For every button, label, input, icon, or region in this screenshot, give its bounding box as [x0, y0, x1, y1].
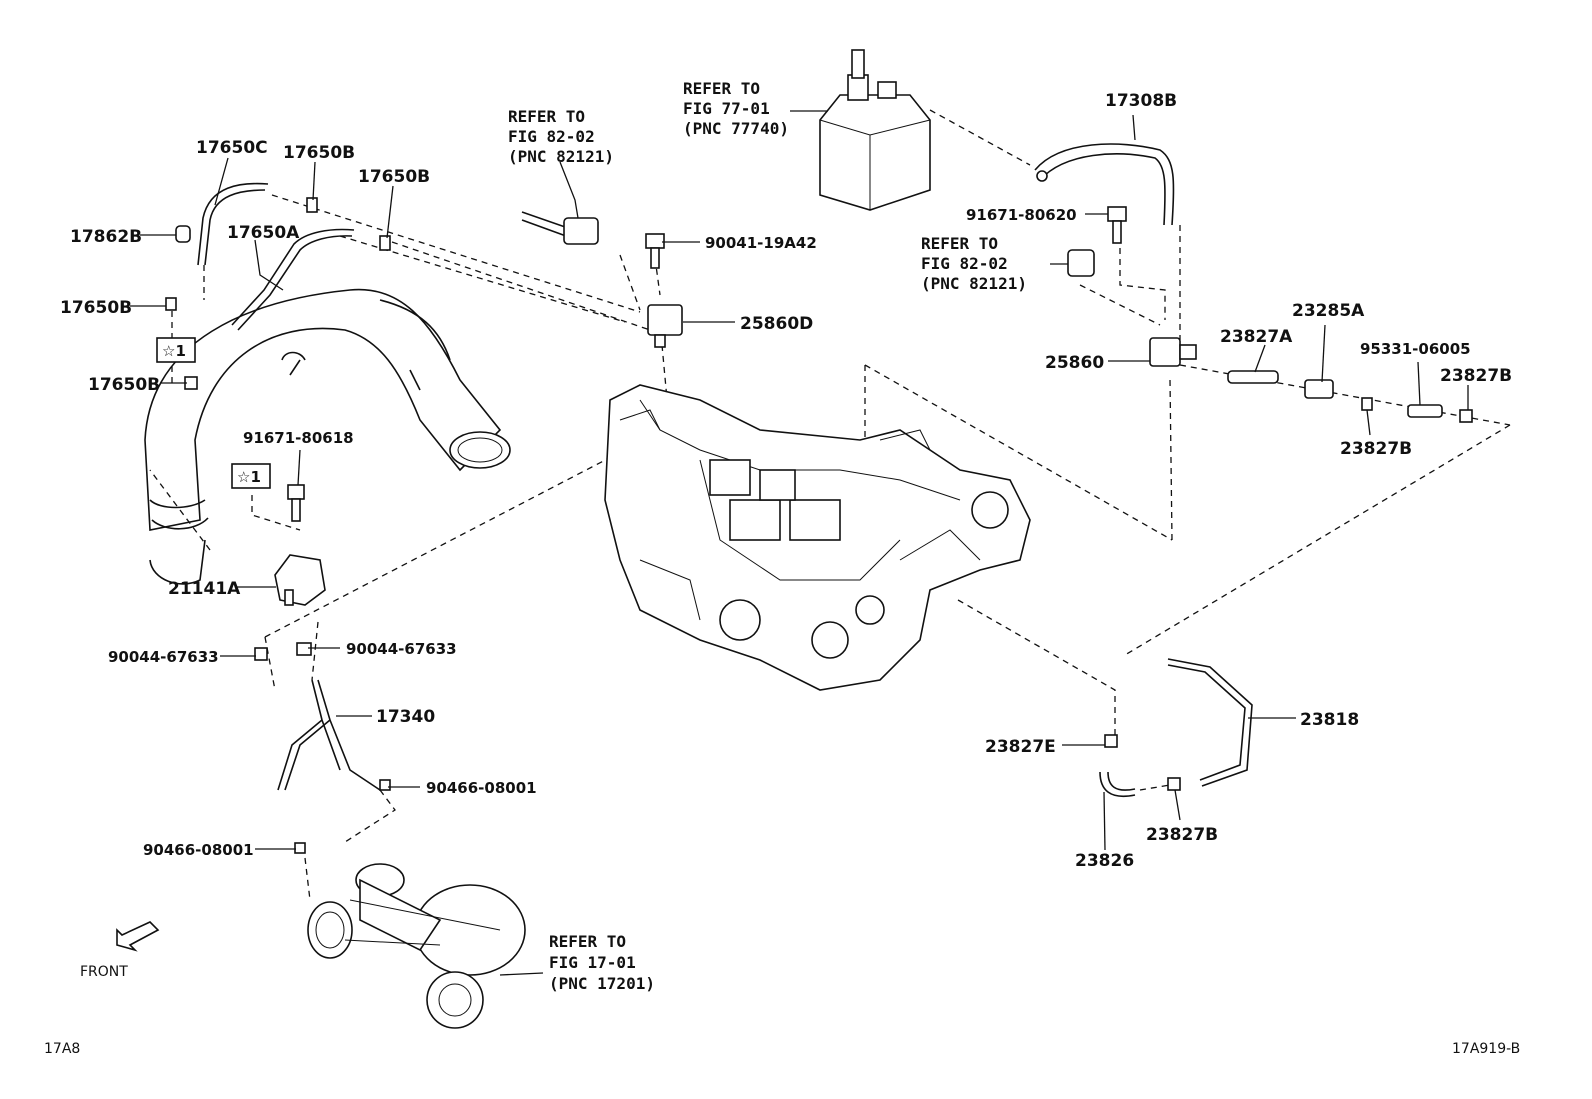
label-17650B-top: 17650B	[283, 143, 355, 163]
intake-hose-assembly	[144, 288, 511, 585]
ref-fig1701-l1: REFER TO	[549, 932, 626, 951]
turbocharger	[307, 863, 526, 1029]
label-25860D: 25860D	[740, 314, 813, 334]
label-17862B: 17862B	[70, 227, 142, 247]
bolt-91671-80618	[287, 484, 305, 522]
hose-17308B	[1034, 143, 1175, 226]
hose-17650C	[197, 182, 269, 266]
connector-82121-right	[1067, 249, 1095, 277]
sensor-25860D	[521, 211, 683, 348]
charcoal-canister	[819, 49, 931, 211]
label-17650B-left: 17650B	[60, 298, 132, 318]
label-23827A: 23827A	[1220, 327, 1293, 347]
label-95331-06005: 95331-06005	[1360, 340, 1471, 358]
pipe-23818	[1099, 658, 1253, 797]
ref-fig8202-top-l2: FIG 82-02	[508, 127, 595, 146]
ref-fig8202-right-l3: (PNC 82121)	[921, 274, 1027, 293]
ref-fig8202-top-l3: (PNC 82121)	[508, 147, 614, 166]
label-17650A: 17650A	[227, 223, 300, 243]
engine-block	[604, 384, 1031, 691]
reference-notes: REFER TO FIG 82-02 (PNC 82121) REFER TO …	[508, 79, 1027, 993]
label-91671-80618: 91671-80618	[243, 429, 354, 447]
valve-25860	[1149, 337, 1197, 367]
label-23827B-low: 23827B	[1146, 825, 1218, 845]
bracket-21141A	[274, 554, 326, 606]
clips	[165, 197, 1473, 854]
ref-fig7701-l3: (PNC 77740)	[683, 119, 789, 138]
label-21141A: 21141A	[168, 579, 241, 599]
bolt-90041-19A42	[645, 233, 665, 269]
ref-fig8202-right-l2: FIG 82-02	[921, 254, 1008, 273]
label-91671-80620: 91671-80620	[966, 206, 1077, 224]
ref-fig8202-right-l1: REFER TO	[921, 234, 998, 253]
label-25860: 25860	[1045, 353, 1104, 373]
label-17650B-low: 17650B	[88, 375, 160, 395]
ref-fig7701-l2: FIG 77-01	[683, 99, 770, 118]
label-17308B: 17308B	[1105, 91, 1177, 111]
corner-code-left: 17A8	[44, 1041, 80, 1057]
bolt-91671-80620	[1107, 206, 1127, 244]
label-90041-19A42: 90041-19A42	[705, 234, 817, 252]
label-17340: 17340	[376, 707, 435, 727]
ref-fig7701-l1: REFER TO	[683, 79, 760, 98]
label-23827B-mid: 23827B	[1340, 439, 1412, 459]
label-23827B-right: 23827B	[1440, 366, 1512, 386]
front-arrow-icon	[116, 921, 160, 952]
corner-code-right: 17A919-B	[1452, 1041, 1520, 1057]
label-17650C: 17650C	[196, 138, 268, 158]
star-boxes	[156, 337, 271, 489]
label-23827E: 23827E	[985, 737, 1056, 757]
front-label: FRONT	[80, 964, 128, 980]
label-17650B-mid: 17650B	[358, 167, 430, 187]
label-23818: 23818	[1300, 710, 1359, 730]
label-star1-a: ☆1	[162, 342, 186, 360]
label-star1-b: ☆1	[237, 468, 261, 486]
label-23285A: 23285A	[1292, 301, 1365, 321]
label-90044-right: 90044-67633	[346, 640, 457, 658]
leader-lines	[130, 110, 1469, 976]
label-90466-left: 90466-08001	[143, 841, 254, 859]
label-23826: 23826	[1075, 851, 1134, 871]
pipe-17650A	[231, 228, 355, 331]
ref-fig1701-l2: FIG 17-01	[549, 953, 636, 972]
ref-fig8202-top-l1: REFER TO	[508, 107, 585, 126]
hose-17340	[277, 679, 381, 791]
ref-fig1701-l3: (PNC 17201)	[549, 974, 655, 993]
vacuum-line-parts	[1227, 370, 1443, 418]
label-90044-left: 90044-67633	[108, 648, 219, 666]
part-labels: 17650C 17650B 17650B 17862B 17650A 17650…	[60, 91, 1512, 871]
label-90466-right: 90466-08001	[426, 779, 537, 797]
